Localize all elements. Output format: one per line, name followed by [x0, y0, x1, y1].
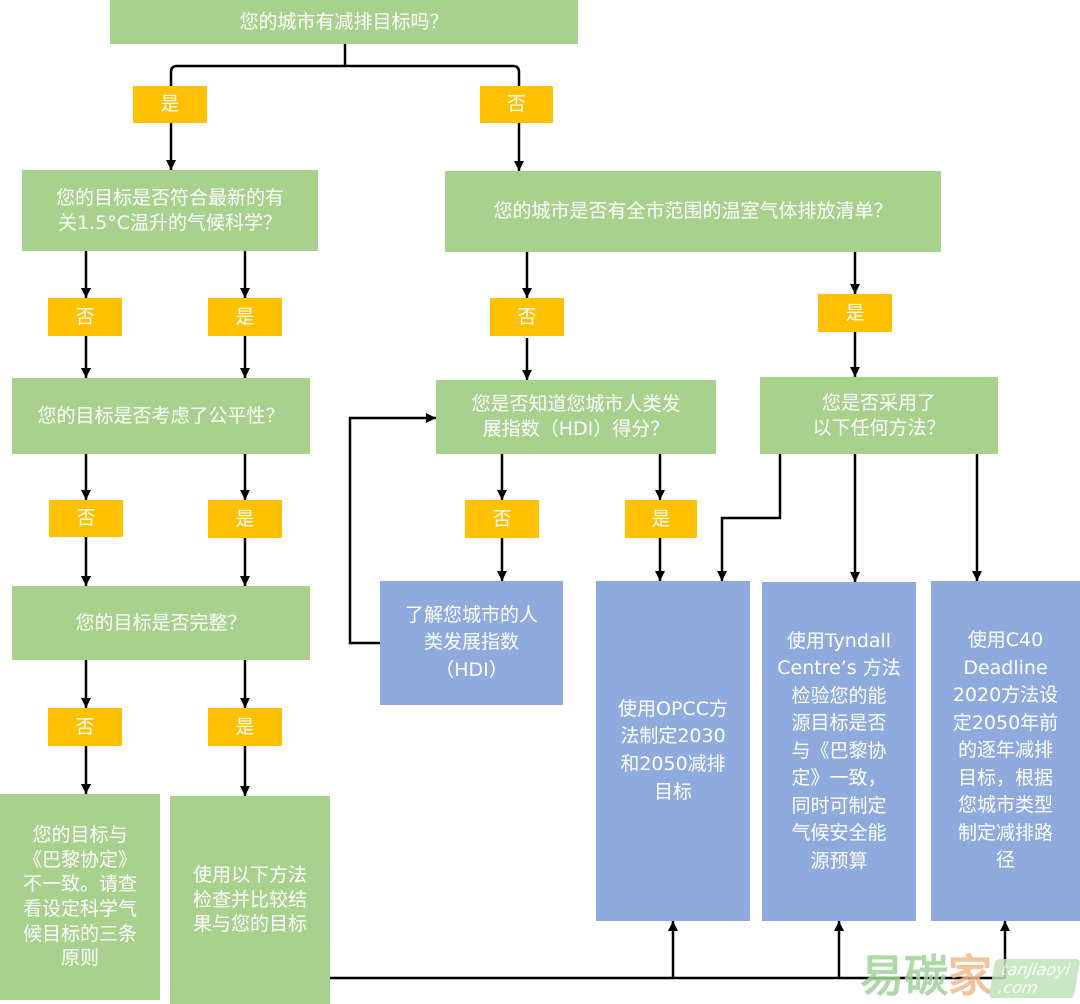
- result-check-methods-box: 使用以下方法 检查并比较结 果与您的目标: [170, 796, 330, 1004]
- answer-yes-label: 是: [818, 294, 892, 332]
- answer-no-label: 否: [48, 708, 122, 746]
- c40-method-box: 使用C40 Deadline 2020方法设 定2050年前 的逐年减排 目标，…: [931, 581, 1080, 921]
- question-has-target: 您的城市有减排目标吗？: [110, 0, 578, 44]
- result-not-aligned-box: 您的目标与 《巴黎协定》 不一致。请查 看设定科学气 候目标的三条 原则: [0, 794, 160, 1000]
- question-complete: 您的目标是否完整？: [12, 586, 310, 660]
- hdi-learn-box: 了解您城市的人 类发展指数 （HDI）: [380, 581, 563, 705]
- watermark-text-b: 家: [948, 951, 992, 1002]
- question-methods-used: 您是否采用了 以下任何方法？: [760, 377, 998, 454]
- answer-no-label: 否: [48, 298, 122, 336]
- answer-yes-label: 是: [208, 708, 282, 746]
- question-ghg-inventory: 您的城市是否有全市范围的温室气体排放清单？: [445, 171, 941, 252]
- watermark-logo: 易碳 家 tanjiaoyi .com: [860, 940, 1080, 1004]
- question-hdi-known: 您是否知道您城市人类发 展指数（HDI）得分？: [436, 380, 716, 454]
- watermark-text-a: 易碳: [860, 951, 948, 1002]
- answer-yes-label: 是: [625, 500, 697, 538]
- watermark-url: tanjiaoyi .com: [988, 958, 1080, 998]
- answer-no-label: 否: [49, 500, 123, 537]
- answer-yes-label: 是: [208, 500, 282, 538]
- tyndall-method-box: 使用Tyndall Centre’s 方法 检验您的能 源目标是否 与《巴黎协 …: [762, 582, 916, 921]
- answer-no-label: 否: [490, 298, 564, 336]
- answer-no-label: 否: [480, 86, 553, 123]
- answer-yes-label: 是: [208, 298, 282, 336]
- question-science-aligned: 您的目标是否符合最新的有 关1.5°C温升的气候科学？: [22, 170, 318, 251]
- opcc-method-box: 使用OPCC方 法制定2030 和2050减排 目标: [596, 581, 750, 921]
- question-equity: 您的目标是否考虑了公平性？: [12, 378, 310, 454]
- answer-no-label: 否: [465, 500, 539, 538]
- answer-yes-label: 是: [133, 86, 207, 123]
